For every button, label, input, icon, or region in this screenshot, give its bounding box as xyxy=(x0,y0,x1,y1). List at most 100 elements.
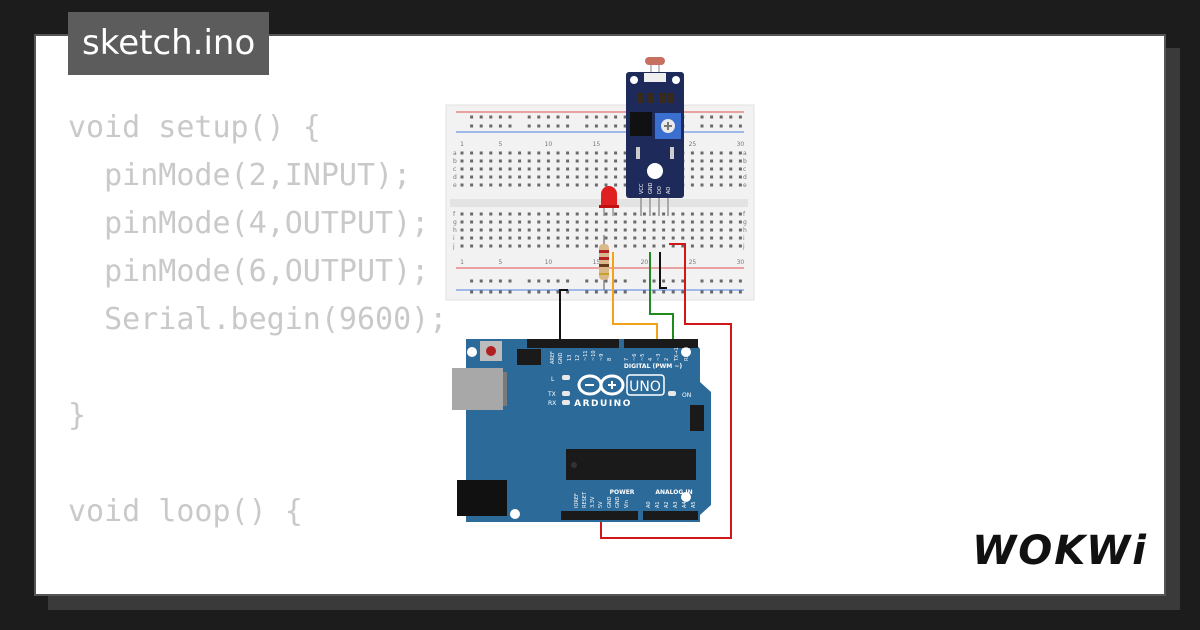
breadboard-hole[interactable] xyxy=(460,175,464,179)
breadboard-hole[interactable] xyxy=(470,220,474,224)
breadboard-hole[interactable] xyxy=(498,159,502,163)
breadboard-hole[interactable] xyxy=(585,244,589,248)
breadboard-hole[interactable] xyxy=(575,167,579,171)
breadboard-hole[interactable] xyxy=(738,212,742,216)
breadboard-hole[interactable] xyxy=(729,159,733,163)
breadboard-hole[interactable] xyxy=(556,151,560,155)
breadboard-hole[interactable] xyxy=(671,228,675,232)
breadboard-hole[interactable] xyxy=(681,220,685,224)
breadboard-hole[interactable] xyxy=(460,151,464,155)
breadboard-hole[interactable] xyxy=(546,279,550,283)
breadboard-hole[interactable] xyxy=(460,167,464,171)
breadboard-hole[interactable] xyxy=(537,167,541,171)
breadboard-hole[interactable] xyxy=(623,244,627,248)
breadboard-hole[interactable] xyxy=(623,236,627,240)
breadboard-hole[interactable] xyxy=(527,175,531,179)
breadboard-hole[interactable] xyxy=(566,228,570,232)
breadboard-hole[interactable] xyxy=(556,212,560,216)
breadboard-hole[interactable] xyxy=(489,236,493,240)
breadboard-hole[interactable] xyxy=(633,236,637,240)
breadboard-hole[interactable] xyxy=(460,212,464,216)
breadboard-hole[interactable] xyxy=(623,290,627,294)
breadboard-hole[interactable] xyxy=(710,167,714,171)
breadboard-hole[interactable] xyxy=(479,212,483,216)
breadboard-hole[interactable] xyxy=(710,151,714,155)
breadboard-hole[interactable] xyxy=(614,167,618,171)
breadboard-hole[interactable] xyxy=(633,220,637,224)
breadboard-hole[interactable] xyxy=(690,159,694,163)
breadboard-hole[interactable] xyxy=(729,290,733,294)
breadboard-hole[interactable] xyxy=(566,220,570,224)
resistor[interactable] xyxy=(599,235,609,290)
breadboard-hole[interactable] xyxy=(566,290,570,294)
breadboard-hole[interactable] xyxy=(700,228,704,232)
breadboard-hole[interactable] xyxy=(719,175,723,179)
breadboard-hole[interactable] xyxy=(546,115,550,119)
breadboard-hole[interactable] xyxy=(690,167,694,171)
breadboard-hole[interactable] xyxy=(527,220,531,224)
breadboard-hole[interactable] xyxy=(652,279,656,283)
breadboard-hole[interactable] xyxy=(585,175,589,179)
breadboard-hole[interactable] xyxy=(498,151,502,155)
breadboard-hole[interactable] xyxy=(566,175,570,179)
breadboard-hole[interactable] xyxy=(642,212,646,216)
breadboard-hole[interactable] xyxy=(614,124,618,128)
breadboard-hole[interactable] xyxy=(729,236,733,240)
breadboard-hole[interactable] xyxy=(604,124,608,128)
breadboard-hole[interactable] xyxy=(585,159,589,163)
breadboard-hole[interactable] xyxy=(575,228,579,232)
breadboard-hole[interactable] xyxy=(470,236,474,240)
breadboard-hole[interactable] xyxy=(585,151,589,155)
breadboard-hole[interactable] xyxy=(662,212,666,216)
breadboard-hole[interactable] xyxy=(614,244,618,248)
breadboard-hole[interactable] xyxy=(556,244,560,248)
breadboard-hole[interactable] xyxy=(729,244,733,248)
breadboard-hole[interactable] xyxy=(527,212,531,216)
breadboard-hole[interactable] xyxy=(681,244,685,248)
breadboard-hole[interactable] xyxy=(518,175,522,179)
breadboard-hole[interactable] xyxy=(508,228,512,232)
breadboard-hole[interactable] xyxy=(508,279,512,283)
breadboard-hole[interactable] xyxy=(594,183,598,187)
breadboard-hole[interactable] xyxy=(508,236,512,240)
breadboard-hole[interactable] xyxy=(556,124,560,128)
breadboard-hole[interactable] xyxy=(623,159,627,163)
breadboard-hole[interactable] xyxy=(710,183,714,187)
breadboard-hole[interactable] xyxy=(585,167,589,171)
breadboard-hole[interactable] xyxy=(498,279,502,283)
breadboard-hole[interactable] xyxy=(719,167,723,171)
breadboard-hole[interactable] xyxy=(671,290,675,294)
breadboard-hole[interactable] xyxy=(527,159,531,163)
breadboard-hole[interactable] xyxy=(508,151,512,155)
breadboard-hole[interactable] xyxy=(508,115,512,119)
breadboard-hole[interactable] xyxy=(700,159,704,163)
breadboard-hole[interactable] xyxy=(479,220,483,224)
breadboard-hole[interactable] xyxy=(556,228,560,232)
breadboard-hole[interactable] xyxy=(537,236,541,240)
breadboard-hole[interactable] xyxy=(489,290,493,294)
breadboard-hole[interactable] xyxy=(738,236,742,240)
breadboard-hole[interactable] xyxy=(700,167,704,171)
breadboard-hole[interactable] xyxy=(508,175,512,179)
breadboard-hole[interactable] xyxy=(594,175,598,179)
breadboard-hole[interactable] xyxy=(527,115,531,119)
breadboard-hole[interactable] xyxy=(652,220,656,224)
breadboard-hole[interactable] xyxy=(537,151,541,155)
breadboard-hole[interactable] xyxy=(460,228,464,232)
breadboard-hole[interactable] xyxy=(585,183,589,187)
breadboard-hole[interactable] xyxy=(690,175,694,179)
breadboard-hole[interactable] xyxy=(498,183,502,187)
breadboard-hole[interactable] xyxy=(489,244,493,248)
breadboard-hole[interactable] xyxy=(585,228,589,232)
breadboard-hole[interactable] xyxy=(546,175,550,179)
breadboard-hole[interactable] xyxy=(546,159,550,163)
breadboard-hole[interactable] xyxy=(710,236,714,240)
breadboard-hole[interactable] xyxy=(700,183,704,187)
breadboard-hole[interactable] xyxy=(556,183,560,187)
breadboard-hole[interactable] xyxy=(498,228,502,232)
breadboard-hole[interactable] xyxy=(479,175,483,179)
breadboard-hole[interactable] xyxy=(700,212,704,216)
breadboard-hole[interactable] xyxy=(700,151,704,155)
breadboard-hole[interactable] xyxy=(518,151,522,155)
breadboard-hole[interactable] xyxy=(738,175,742,179)
